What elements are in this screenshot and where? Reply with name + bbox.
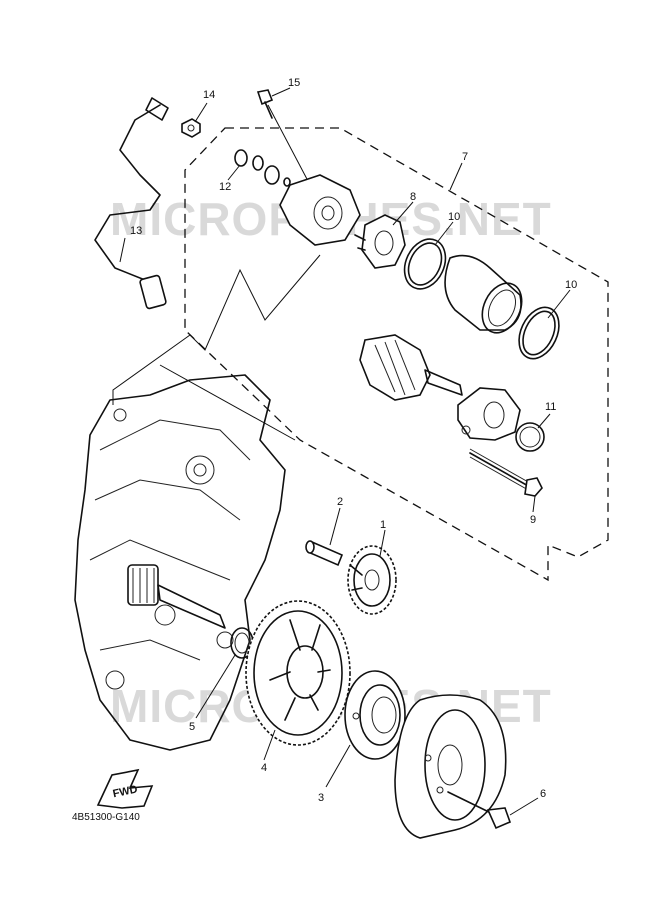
leader-12: [227, 164, 241, 181]
assembly-leader-side: [159, 364, 296, 441]
leader-11: [537, 413, 551, 429]
callout-12: 12: [219, 181, 231, 193]
rotor: [394, 694, 507, 839]
leader-9: [532, 495, 536, 513]
callout-15: 15: [288, 77, 300, 89]
leader-1: [379, 529, 386, 557]
assembly-leader-top: [112, 254, 321, 405]
starter-lead-wire: [94, 97, 169, 310]
leader-14: [194, 102, 208, 123]
o-ring-10-upper: [403, 238, 447, 290]
leader-3: [325, 744, 351, 788]
diagram-part-code: 4B51300-G140: [72, 812, 140, 823]
callout-1: 1: [380, 519, 386, 531]
callout-14: 14: [203, 89, 215, 101]
leader-10a: [434, 221, 454, 246]
callout-7: 7: [462, 151, 468, 163]
leader-7: [449, 162, 463, 191]
o-ring-10-lower: [518, 306, 560, 360]
nut-14: [181, 118, 201, 138]
leader-13: [119, 237, 126, 263]
leader-4: [263, 729, 276, 761]
callout-11: 11: [545, 401, 556, 413]
callout-10-lower: 10: [565, 279, 577, 291]
fwd-label: FWD: [112, 783, 139, 800]
callout-6: 6: [540, 788, 546, 800]
leader-15: [271, 87, 291, 97]
callout-5: 5: [189, 721, 195, 733]
idler-gear-1: [347, 545, 397, 615]
bolt-6: [447, 791, 512, 830]
leader-8: [392, 201, 414, 226]
armature: [359, 334, 463, 401]
brush-holder-8: [354, 214, 406, 269]
callout-10-upper: 10: [448, 211, 460, 223]
starter-front-cover: [457, 387, 521, 441]
starter-assembly-boundary: [184, 127, 609, 582]
crankcase: [74, 374, 286, 751]
callout-3: 3: [318, 792, 324, 804]
callout-9: 9: [530, 514, 536, 526]
starter-rear-cover: [279, 174, 361, 246]
one-way-clutch-3: [344, 670, 406, 760]
washers-12: [234, 149, 291, 187]
bolt-15: [256, 89, 274, 119]
o-ring-11: [515, 422, 545, 452]
leader-2: [329, 507, 341, 546]
callout-13: 13: [130, 225, 142, 237]
callout-4: 4: [261, 762, 267, 774]
shaft-2: [305, 540, 344, 567]
leader-5: [195, 654, 236, 719]
starter-wheel-gear-4: [245, 600, 351, 746]
callout-8: 8: [410, 191, 416, 203]
callout-2: 2: [337, 496, 343, 508]
leader-10b: [547, 289, 571, 319]
leader-6: [509, 797, 539, 816]
bolt-9: [469, 448, 543, 497]
forward-direction-arrow: FWD: [96, 768, 154, 809]
starter-yoke: [444, 254, 523, 334]
